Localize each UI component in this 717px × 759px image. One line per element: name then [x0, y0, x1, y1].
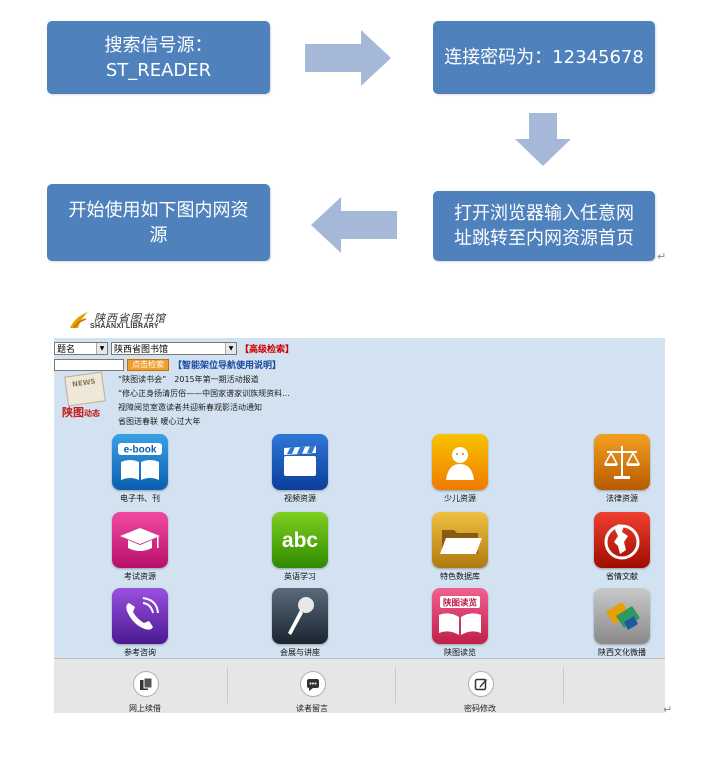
chevron-down-icon: ▼ — [225, 342, 236, 354]
chevron-down-icon: ▼ — [96, 342, 107, 354]
newspaper-icon — [64, 371, 106, 407]
arrow-down-icon — [515, 113, 571, 166]
footer-divider — [563, 667, 564, 703]
video-clapper-icon — [272, 434, 328, 490]
footer-label: 读者留言 — [296, 704, 328, 713]
phone-icon — [112, 588, 168, 644]
tile-exam[interactable]: 考试资源 — [80, 512, 200, 588]
ebook-icon-text: e-book — [124, 445, 157, 456]
tile-label: 参考咨询 — [124, 648, 156, 657]
child-icon — [432, 434, 488, 490]
logo-subtitle: SHAANXI LIBRARY — [90, 323, 159, 330]
tile-reading[interactable]: 陕图读览 陕图读览 — [400, 588, 520, 664]
library-select[interactable]: 陕西省图书馆 ▼ — [111, 341, 237, 355]
flow-step-3-text: 打开浏览器输入任意网 址跳转至内网资源首页 — [454, 203, 634, 249]
tile-label: 会展与讲座 — [280, 648, 320, 657]
news-list: “陕图读书会” 2015年第一期活动报道 “修心正身扬清厉俗——中国家谱家训族规… — [118, 373, 290, 429]
tile-culture-stream[interactable]: 陕西文化微播 — [562, 588, 665, 664]
tile-video[interactable]: 视频资源 — [240, 434, 360, 510]
portal-body: 题名 ▼ 陕西省图书馆 ▼ 【高级检索】 点击检索 【智能架位导航使用说明】 陕… — [54, 338, 665, 658]
flow-step-2-text: 连接密码为：12345678 — [444, 47, 644, 68]
search-field-value: 题名 — [57, 344, 76, 355]
tile-special-db[interactable]: 特色数据库 — [400, 512, 520, 588]
portal-footer: 网上续借 读者留言 密码修改 — [54, 658, 665, 713]
tile-reference[interactable]: 参考咨询 — [80, 588, 200, 664]
folder-icon — [432, 512, 488, 568]
tile-ebook[interactable]: e-book 电子书、刊 — [80, 434, 200, 510]
ebook-icon: e-book — [112, 434, 168, 490]
tile-label: 考试资源 — [124, 572, 156, 581]
tile-law[interactable]: 法律资源 — [562, 434, 665, 510]
flow-step-4-text: 开始使用如下图内网资 源 — [68, 199, 249, 246]
footer-divider — [227, 667, 228, 703]
news-item[interactable]: “修心正身扬清厉俗——中国家谱家训族规资料... — [118, 389, 290, 398]
news-badge-label: 陕图动态 — [62, 404, 100, 420]
footer-renew[interactable]: 网上续借 — [61, 659, 229, 713]
renew-icon — [133, 671, 159, 697]
search-row-keyword: 点击检索 【智能架位导航使用说明】 — [54, 358, 281, 371]
footer-label: 网上续借 — [129, 704, 161, 713]
tile-label: 电子书、刊 — [120, 494, 160, 503]
flow-step-search-signal: 搜索信号源： ST_READER — [47, 21, 270, 94]
portal-header: 陕西省图书馆 SHAANXI LIBRARY — [54, 300, 665, 338]
shelf-guide-link[interactable]: 【智能架位导航使用说明】 — [173, 361, 282, 371]
tile-label: 特色数据库 — [440, 572, 480, 581]
arrow-right-icon — [305, 30, 391, 86]
footer-divider — [395, 667, 396, 703]
abc-icon-text: abc — [282, 529, 319, 552]
tile-label: 陕图读览 — [444, 648, 476, 657]
search-field-select[interactable]: 题名 ▼ — [54, 341, 108, 355]
graduation-cap-icon — [112, 512, 168, 568]
footer-label: 密码修改 — [464, 704, 496, 713]
tile-children[interactable]: 少儿资源 — [400, 434, 520, 510]
tile-english[interactable]: abc 英语学习 — [240, 512, 360, 588]
open-book-icon: 陕图读览 — [432, 588, 488, 644]
footer-message[interactable]: 读者留言 — [228, 659, 396, 713]
tile-lectures[interactable]: 会展与讲座 — [240, 588, 360, 664]
library-portal-screenshot: 陕西省图书馆 SHAANXI LIBRARY 题名 ▼ 陕西省图书馆 ▼ 【高级… — [54, 300, 665, 713]
tile-label: 视频资源 — [284, 494, 316, 503]
news-badge-small: 动态 — [84, 409, 100, 418]
abc-icon: abc — [272, 512, 328, 568]
flow-step-start-using: 开始使用如下图内网资 源 — [47, 184, 270, 261]
edit-icon — [468, 671, 494, 697]
arrow-left-icon — [311, 197, 397, 253]
news-badge: 陕图动态 — [62, 371, 122, 422]
paragraph-mark-icon: ↵ — [663, 703, 673, 716]
advanced-search-link[interactable]: 【高级检索】 — [240, 344, 295, 355]
flow-step-open-browser: 打开浏览器输入任意网 址跳转至内网资源首页 — [433, 191, 655, 261]
reading-icon-text: 陕图读览 — [443, 598, 478, 608]
search-button[interactable]: 点击检索 — [127, 358, 169, 371]
news-item[interactable]: 视障阅览室邀读者共迎新春观影活动通知 — [118, 403, 262, 412]
resource-icon-grid: e-book 电子书、刊 视频资源 — [54, 434, 665, 664]
library-select-value: 陕西省图书馆 — [114, 344, 169, 355]
province-map-icon — [594, 512, 650, 568]
tile-label: 英语学习 — [284, 572, 316, 581]
logo-title: 陕西省图书馆 — [94, 312, 166, 325]
news-item[interactable]: “陕图读书会” 2015年第一期活动报道 — [118, 375, 259, 384]
flow-step-1-text: 搜索信号源： ST_READER — [104, 34, 213, 81]
news-item[interactable]: 省图送春联 暖心过大年 — [118, 417, 201, 426]
news-badge-text: 陕图 — [62, 406, 84, 419]
paragraph-mark-icon: ↵ — [657, 250, 667, 263]
microphone-icon — [272, 588, 328, 644]
footer-password[interactable]: 密码修改 — [396, 659, 564, 713]
tile-label: 法律资源 — [606, 494, 638, 503]
keyword-input[interactable] — [54, 358, 124, 371]
flow-step-password: 连接密码为：12345678 — [433, 21, 655, 94]
library-flame-icon — [70, 312, 88, 329]
scales-icon — [594, 434, 650, 490]
message-icon — [300, 671, 326, 697]
culture-stream-icon — [594, 588, 650, 644]
tile-label: 陕西文化微播 — [598, 648, 646, 657]
search-row: 题名 ▼ 陕西省图书馆 ▼ 【高级检索】 — [54, 340, 294, 356]
tile-label: 省情文献 — [606, 572, 638, 581]
tile-provincial[interactable]: 省情文献 — [562, 512, 665, 588]
tile-label: 少儿资源 — [444, 494, 476, 503]
library-logo[interactable]: 陕西省图书馆 SHAANXI LIBRARY — [68, 308, 178, 334]
